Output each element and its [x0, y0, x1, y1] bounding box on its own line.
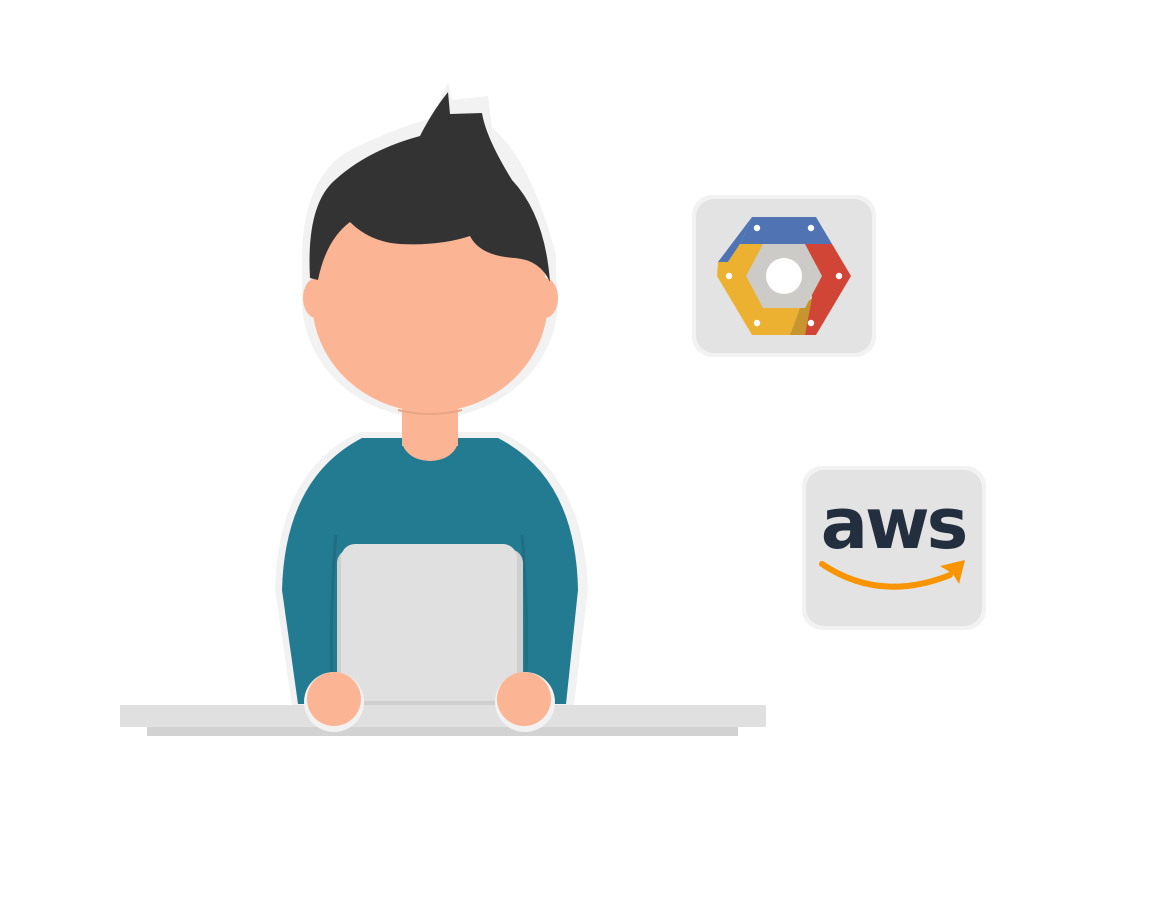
- neck-bottom: [402, 419, 458, 461]
- desk-shadow: [147, 725, 738, 736]
- google-cloud-hexagon-icon: [717, 217, 851, 335]
- hair: [309, 92, 550, 282]
- gcp-blue-left: [718, 217, 752, 262]
- aws-tile: aws: [802, 466, 986, 630]
- aws-arrow-head: [940, 560, 965, 584]
- gcp-dot: [835, 272, 843, 280]
- aws-wordmark: aws: [821, 483, 966, 565]
- gcp-dot: [725, 272, 733, 280]
- gcp-dot: [807, 319, 815, 327]
- google-cloud-tile: [692, 195, 876, 357]
- gcp-dark-yellow: [790, 298, 812, 335]
- aws-logo-icon: aws: [819, 483, 969, 590]
- sweater-arm-right: [520, 534, 528, 683]
- chin-shadow: [397, 409, 463, 415]
- gcp-yellow-segment: [717, 244, 800, 335]
- aws-smile-arrow: [819, 561, 953, 590]
- laptop-lid: [341, 544, 517, 701]
- laptop: [337, 544, 523, 705]
- gcp-dot: [753, 224, 761, 232]
- desk-top: [120, 705, 766, 727]
- desk: [120, 705, 766, 736]
- left-hand: [307, 672, 361, 726]
- sweater-arm-left: [330, 534, 338, 683]
- right-hand: [497, 672, 551, 726]
- gcp-center-hole: [766, 258, 802, 294]
- gcp-dot: [753, 319, 761, 327]
- gcp-dot: [807, 224, 815, 232]
- aws-tile-bg: [806, 470, 982, 626]
- gcp-blue-segment: [740, 217, 832, 244]
